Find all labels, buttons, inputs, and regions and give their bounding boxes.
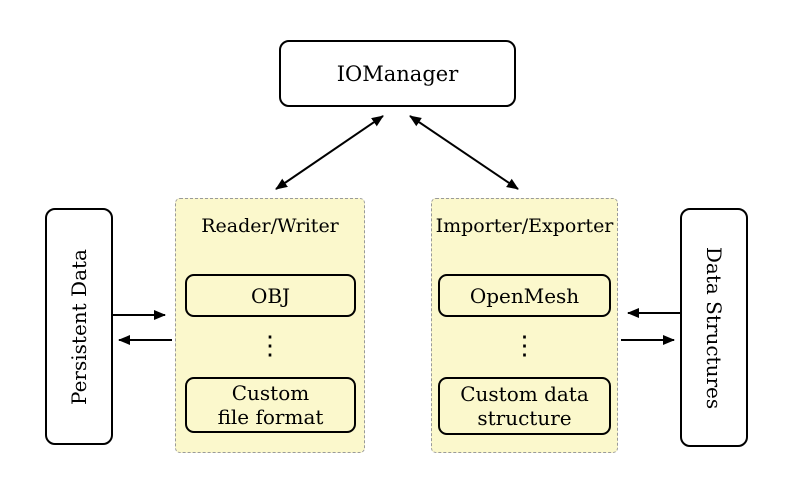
group-reader-writer: Reader/Writer OBJ ⋮ Custom file format [175, 198, 365, 453]
node-data-structures-label: Data Structures [702, 246, 726, 409]
ellipsis-importer-exporter: ⋮ [511, 331, 538, 361]
arrow-iomanager-readerwriter [275, 115, 384, 190]
node-iomanager-label: IOManager [336, 61, 459, 86]
node-custom-data-structure-label: Custom data structure [460, 382, 589, 430]
node-obj: OBJ [185, 274, 356, 317]
node-custom-file-format: Custom file format [185, 377, 356, 433]
node-persistent-data: Persistent Data [45, 208, 113, 445]
group-reader-writer-title: Reader/Writer [201, 215, 339, 237]
node-custom-file-format-label: Custom file format [217, 381, 324, 429]
node-iomanager: IOManager [279, 40, 516, 107]
node-data-structures: Data Structures [680, 208, 748, 447]
node-custom-data-structure: Custom data structure [438, 377, 611, 435]
arrow-iomanager-importerexporter [409, 115, 519, 190]
group-importer-exporter-title: Importer/Exporter [435, 215, 614, 237]
group-importer-exporter: Importer/Exporter OpenMesh ⋮ Custom data… [431, 198, 618, 453]
ellipsis-reader-writer: ⋮ [257, 331, 283, 361]
node-obj-label: OBJ [250, 283, 291, 308]
node-openmesh-label: OpenMesh [469, 283, 580, 308]
node-persistent-data-label: Persistent Data [67, 248, 92, 405]
node-openmesh: OpenMesh [438, 274, 611, 317]
